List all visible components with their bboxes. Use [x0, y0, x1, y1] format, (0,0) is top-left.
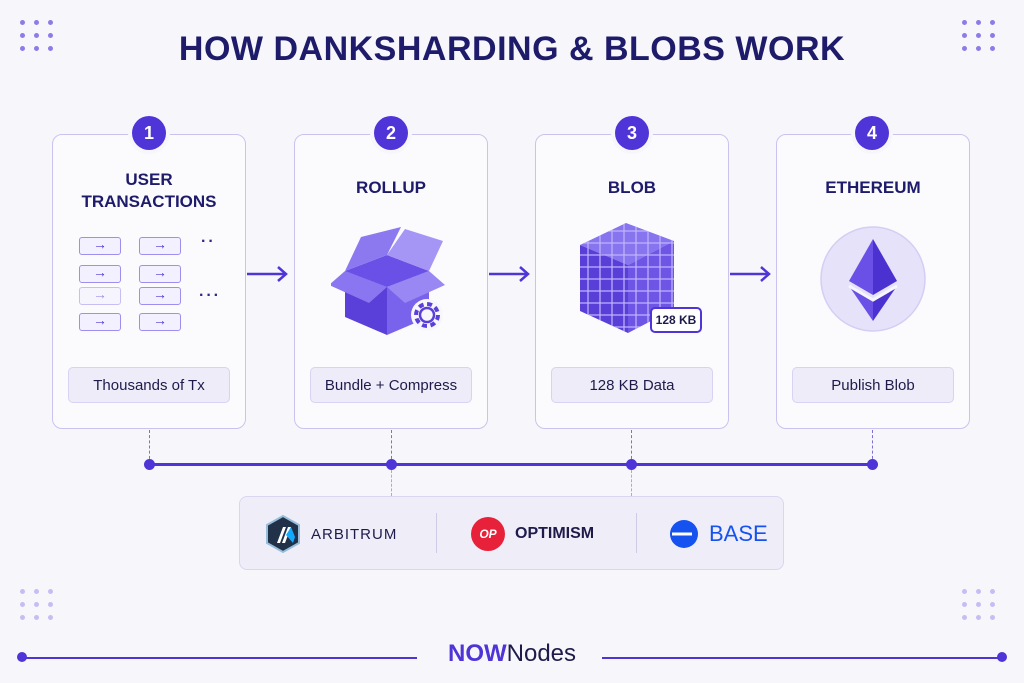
arbitrum-logo-icon — [266, 515, 300, 553]
step-title: ETHEREUM — [825, 178, 921, 197]
brand-now: NOW — [447, 640, 507, 667]
step-title-line-1: USER — [125, 170, 173, 189]
step-card-rollup: ROLLUP Bundle + Compress — [294, 134, 488, 429]
rollup-base: BASE — [669, 497, 768, 571]
step-card-ethereum: ETHEREUM Publish Blob — [776, 134, 970, 429]
step-number-badge: 1 — [132, 116, 166, 150]
brand-logo: NOWNodes — [0, 640, 1024, 668]
rollup-name: OPTIMISM — [515, 525, 595, 542]
rollup-networks-panel: ARBITRUM OP OPTIMISM BASE — [239, 496, 784, 570]
step-title: USER TRANSACTIONS — [53, 169, 245, 213]
optimism-logo-text: OP — [479, 527, 497, 541]
connector-dashed-line — [872, 430, 873, 464]
timeline-node — [867, 459, 878, 470]
ethereum-icon — [820, 226, 926, 332]
page-title: HOW DANKSHARDING & BLOBS WORK — [178, 30, 846, 68]
timeline-node — [626, 459, 637, 470]
arrow-right-icon — [489, 266, 530, 282]
rollup-name: BASE — [709, 521, 768, 546]
brand-nodes: Nodes — [506, 640, 577, 667]
timeline-line — [150, 463, 872, 466]
rollup-arbitrum: ARBITRUM — [265, 497, 397, 571]
connector-dashed-line — [391, 430, 392, 464]
box-icon — [331, 227, 445, 335]
step-caption: 128 KB Data — [551, 367, 713, 403]
connector-dashed-line — [631, 430, 632, 464]
step-card-blob: BLOB 128 KB 128 KB Data — [535, 134, 729, 429]
footer-dot — [997, 652, 1007, 662]
decorative-dots-bottom-left — [20, 589, 54, 620]
footer-line — [22, 657, 417, 659]
step-caption: Thousands of Tx — [68, 367, 230, 403]
step-title: BLOB — [607, 178, 657, 197]
step-number-badge: 4 — [855, 116, 889, 150]
divider — [636, 513, 637, 553]
connector-dashed-line — [149, 430, 150, 464]
step-caption: Bundle + Compress — [310, 367, 472, 403]
step-number-badge: 2 — [374, 116, 408, 150]
blob-size-tag: 128 KB — [650, 307, 702, 333]
step-caption: Publish Blob — [792, 367, 954, 403]
step-title: ROLLUP — [356, 178, 426, 197]
rollup-optimism: OP OPTIMISM — [471, 497, 594, 571]
connector-dashed-line — [391, 470, 392, 496]
decorative-dots-top-right — [962, 20, 996, 51]
optimism-logo-icon: OP — [471, 517, 505, 551]
divider — [436, 513, 437, 553]
timeline-node — [144, 459, 155, 470]
base-logo-icon — [670, 520, 698, 548]
blob-cube-icon — [580, 223, 674, 333]
arrow-right-icon — [730, 266, 771, 282]
decorative-dots-top-left — [20, 20, 54, 51]
decorative-dots-bottom-right — [962, 589, 996, 620]
step-card-user-transactions: USER TRANSACTIONS ·· ··· Thousands of Tx — [52, 134, 246, 429]
step-title-line-2: TRANSACTIONS — [81, 192, 217, 211]
step-number-badge: 3 — [615, 116, 649, 150]
connector-dashed-line — [631, 470, 632, 496]
footer-line — [602, 657, 1002, 659]
rollup-name: ARBITRUM — [311, 525, 398, 543]
timeline-node — [386, 459, 397, 470]
arrow-right-icon — [247, 266, 288, 282]
